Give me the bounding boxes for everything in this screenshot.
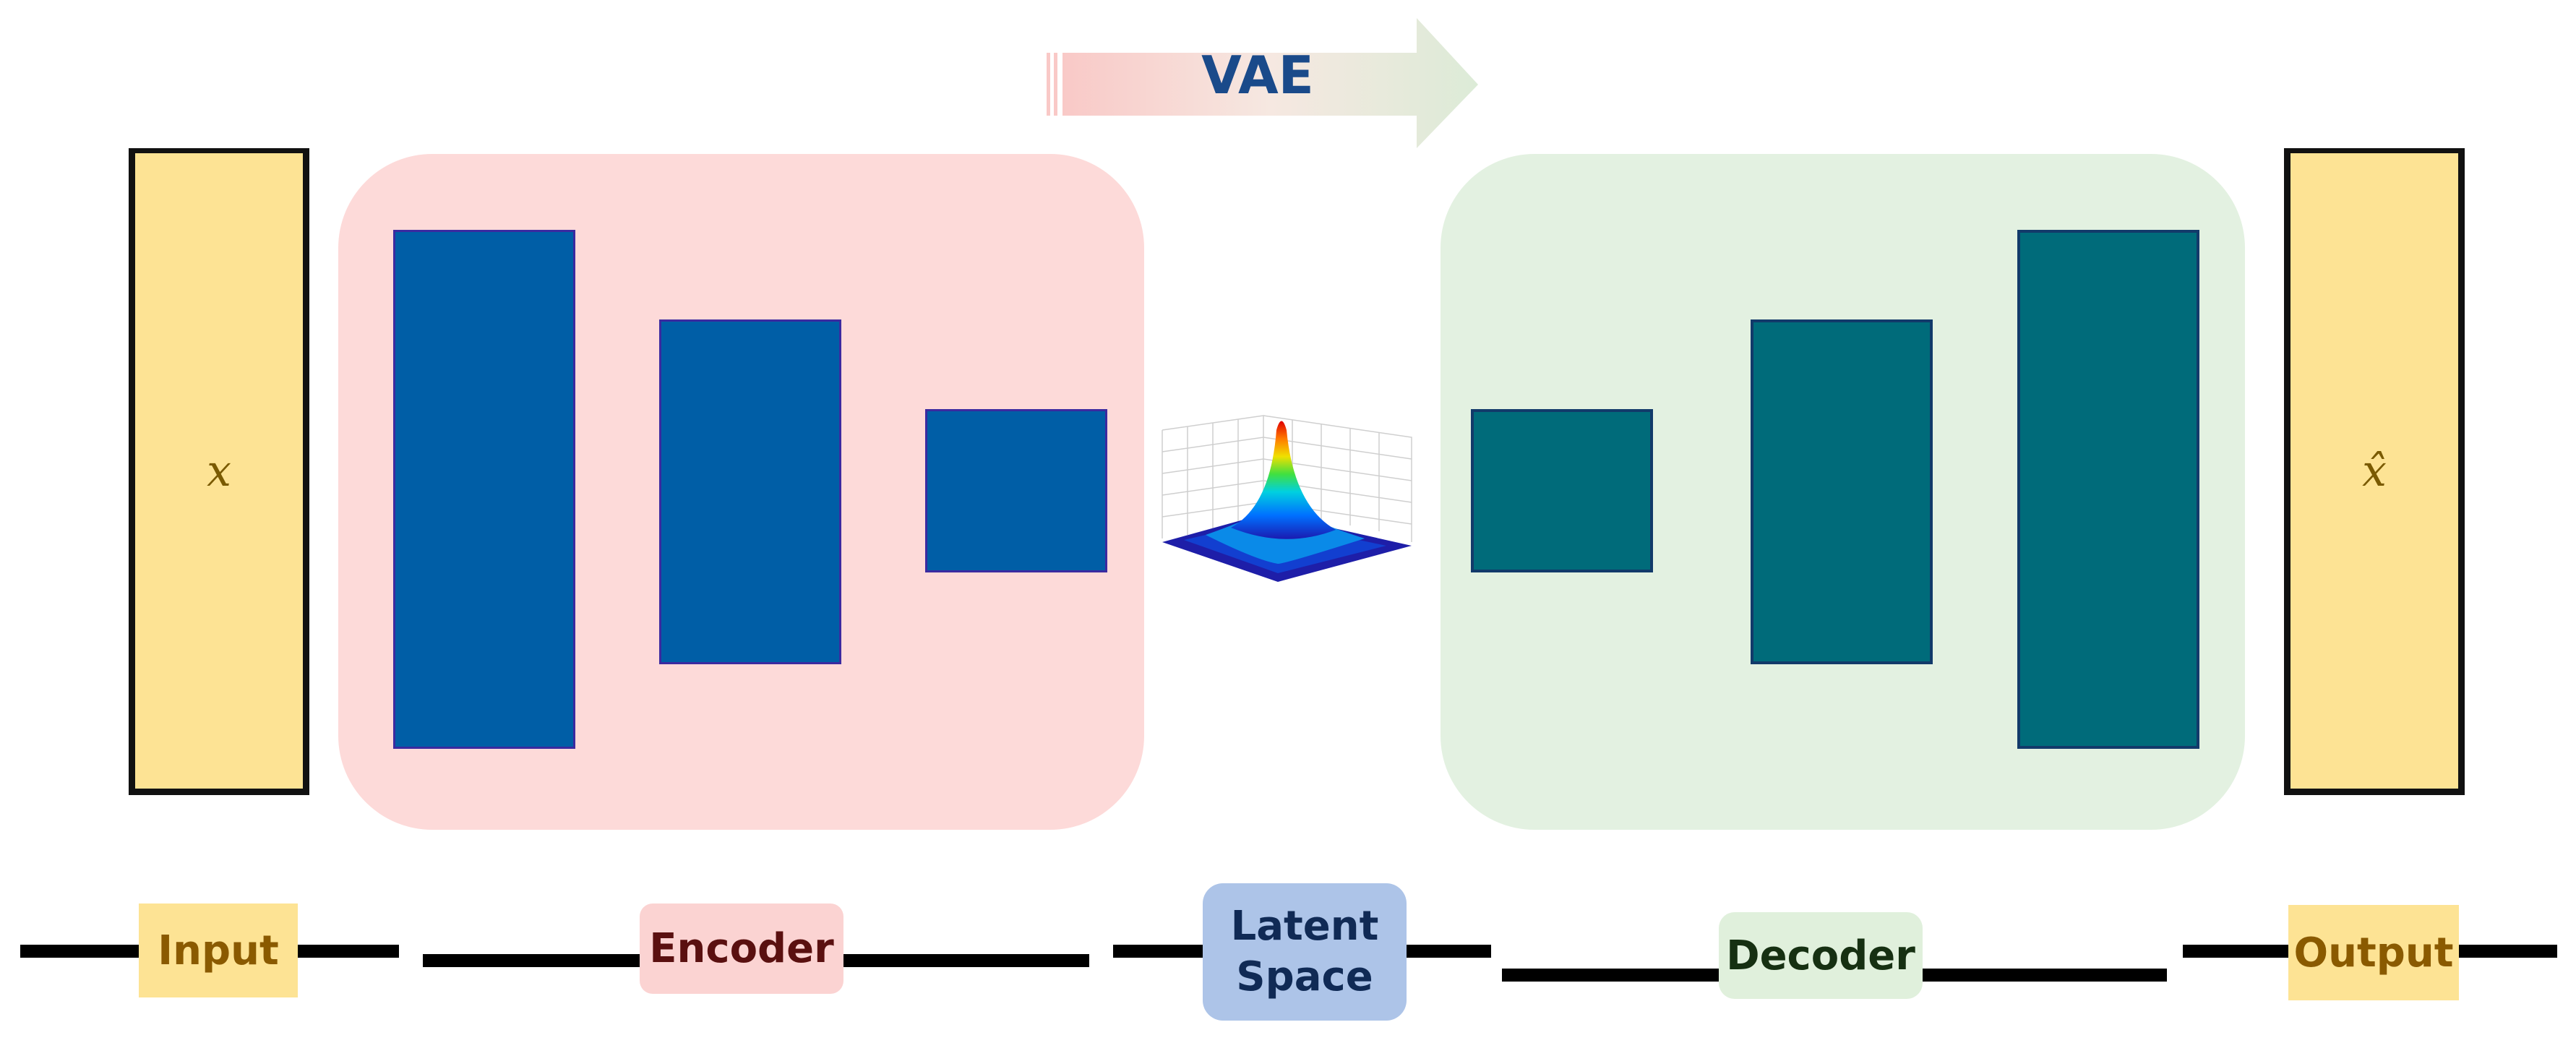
output-box: x̂ [2284, 148, 2465, 795]
latent-label-line1: Latent [1230, 903, 1379, 950]
decoder-rule-right [1923, 969, 2167, 982]
input-rule-right [298, 945, 399, 958]
decoder-rule-left [1502, 969, 1727, 982]
encoder-label: Encoder [640, 903, 843, 994]
output-label: Output [2288, 905, 2459, 1000]
input-box: x [129, 148, 309, 795]
input-rule-left [20, 945, 139, 958]
gaussian-surface-icon [1162, 415, 1412, 582]
latent-label-line2: Space [1236, 953, 1373, 1000]
output-rule-right [2457, 945, 2557, 958]
decoder-layer-3 [2017, 230, 2199, 749]
encoder-layer-3 [925, 409, 1107, 572]
output-rule-left [2183, 945, 2291, 958]
latent-rule-right [1406, 945, 1491, 958]
encoder-rule-left [423, 954, 641, 967]
encoder-layer-2 [659, 319, 841, 664]
decoder-layer-2 [1751, 319, 1933, 664]
output-symbol: x̂ [2362, 445, 2387, 497]
encoder-rule-right [842, 954, 1089, 967]
input-label: Input [139, 903, 298, 997]
vae-arrow-icon [1047, 18, 1478, 148]
latent-space-label: Latent Space [1203, 883, 1407, 1021]
vae-title: VAE [1201, 45, 1314, 106]
input-symbol: x [207, 445, 231, 497]
decoder-label: Decoder [1719, 912, 1923, 999]
decoder-layer-1 [1471, 409, 1653, 572]
encoder-layer-1 [393, 230, 575, 749]
latent-rule-left [1113, 945, 1207, 958]
